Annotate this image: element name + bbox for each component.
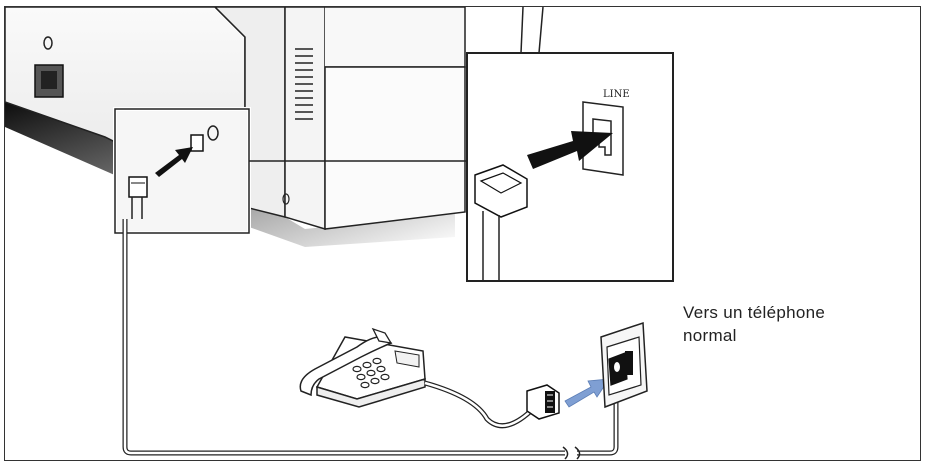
- caption-phone-connection: Vers un téléphone normal: [683, 301, 903, 347]
- caption-line-1: Vers un téléphone: [683, 303, 826, 322]
- wall-jack: [600, 321, 648, 409]
- line-port-label: LINE: [603, 89, 630, 100]
- rear-port-inset: [113, 107, 251, 235]
- diagram-frame: LINE: [4, 6, 921, 461]
- vent-grille: [295, 48, 313, 120]
- caption-line-2: normal: [683, 326, 737, 345]
- line-plug-small: [128, 176, 148, 198]
- fax-machine: [5, 7, 544, 247]
- telephone: [299, 327, 426, 408]
- cable-break-mark: [562, 446, 581, 460]
- line-port-small: [190, 134, 204, 152]
- zoom-inset: LINE: [466, 52, 674, 282]
- connect-arrow-blue: [564, 378, 610, 408]
- keypad: [352, 357, 390, 389]
- insert-arrow-small: [155, 147, 193, 177]
- insert-arrow-large: [527, 131, 613, 169]
- phone-plug: [526, 384, 560, 420]
- connection-diagram: LINE: [5, 7, 674, 460]
